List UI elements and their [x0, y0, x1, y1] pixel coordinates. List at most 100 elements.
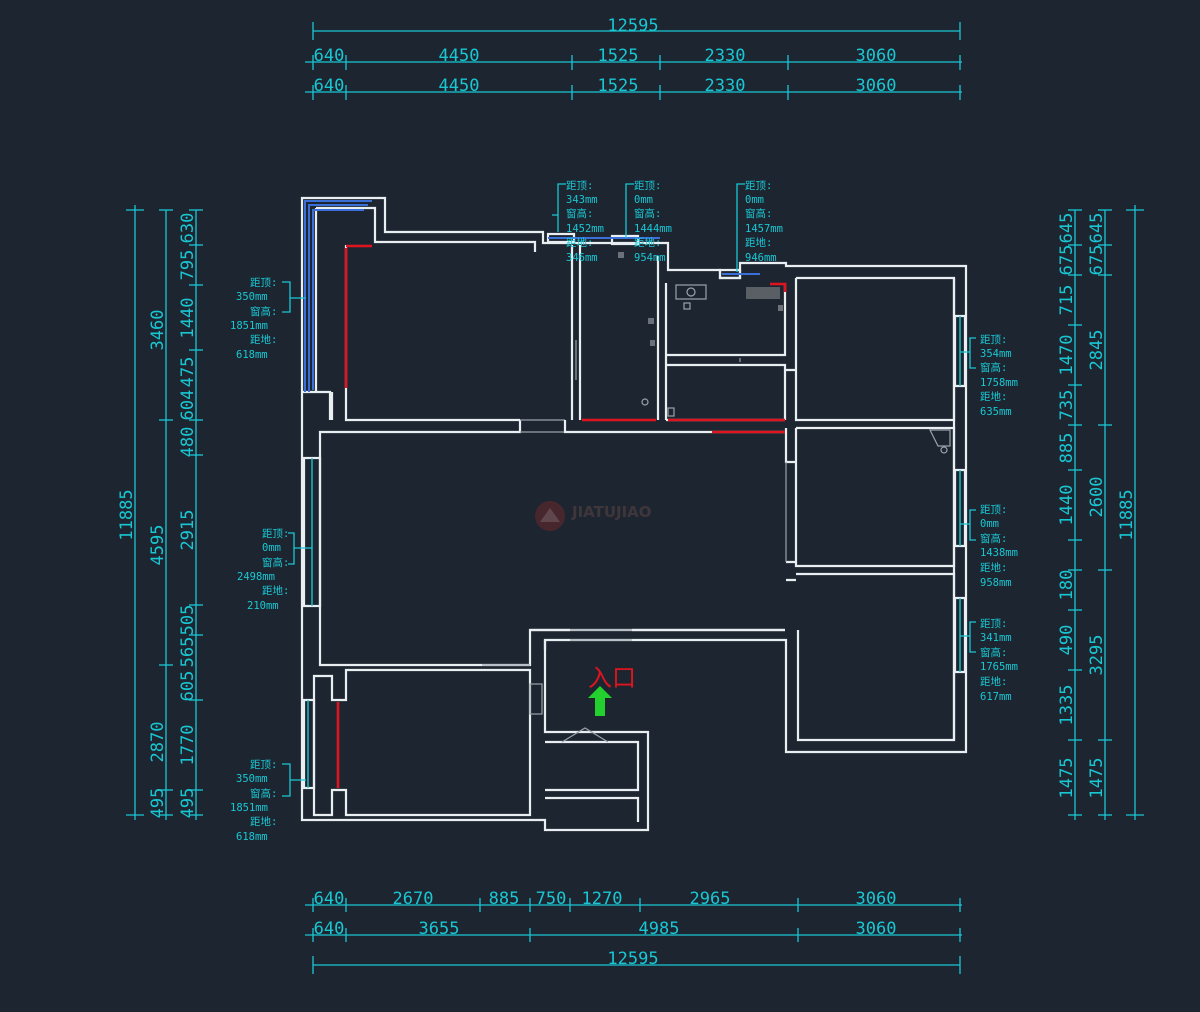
- bottom-row2-dim: 4985: [639, 919, 680, 939]
- right-inner-dim: 735: [1057, 390, 1077, 421]
- annotation-value: 0mm: [634, 194, 653, 206]
- annotation-label: 距顶:: [980, 504, 1007, 516]
- left-inner-dim: 1440: [178, 298, 198, 339]
- left-mid-dim: 495: [148, 788, 168, 819]
- annotation-label: 窗高:: [745, 207, 772, 220]
- annotation-label: 距顶:: [980, 618, 1007, 630]
- floor-plan-walls: [300, 196, 968, 832]
- left-inner-dim: 505: [178, 605, 198, 636]
- annotation-value: 0mm: [980, 518, 999, 530]
- right-inner-dim: 490: [1057, 625, 1077, 656]
- entry-marker: 入口: [588, 664, 636, 716]
- annotation-value: 618mm: [236, 349, 268, 361]
- top-row2-dim: 640: [314, 76, 345, 96]
- left-inner-dim: 475: [178, 357, 198, 388]
- annotation-value: 0mm: [262, 542, 281, 554]
- annotation-value: 343mm: [566, 194, 598, 206]
- top-row1-dim: 640: [314, 46, 345, 66]
- left-mid-dim: 4595: [148, 525, 168, 566]
- annotation-label: 距地:: [745, 236, 772, 249]
- right-inner-dim: 180: [1057, 570, 1077, 601]
- annotation-label: 窗高:: [250, 305, 277, 318]
- bottom-total-dim: 12595: [607, 949, 658, 969]
- top-row1-dim: 2330: [705, 46, 746, 66]
- top-row1-dim: 4450: [439, 46, 480, 66]
- window-annotation-right-1: 距顶: 354mm 窗高: 1758mm 距地: 635mm: [960, 334, 1018, 418]
- top-row2-dim: 3060: [856, 76, 897, 96]
- left-inner-dim: 604: [178, 390, 198, 421]
- right-inner-dim: 1475: [1057, 758, 1077, 799]
- bottom-row1-dim: 2965: [690, 889, 731, 909]
- annotation-label: 距顶:: [262, 528, 289, 540]
- left-mid-dim: 2870: [148, 722, 168, 763]
- annotation-value: 1457mm: [745, 223, 783, 235]
- annotation-value: 617mm: [980, 691, 1012, 703]
- right-mid-dim: 2845: [1087, 330, 1107, 371]
- window-annotation-top-2: 距顶: 0mm 窗高: 1444mm 距地: 954mm: [625, 180, 672, 264]
- top-dimension-chain: 12595 640 4450 1525 2330 3060 640 4450 1…: [305, 16, 962, 100]
- window-annotation-left-top: 距顶: 350mm 窗高: 1851mm 距地: 618mm: [230, 277, 306, 361]
- toilet-icon: [929, 429, 951, 447]
- annotation-label: 距顶:: [566, 180, 593, 192]
- bottom-row2-dim: 640: [314, 919, 345, 939]
- annotation-label: 窗高:: [980, 361, 1007, 374]
- right-outer-dim: 11885: [1117, 489, 1137, 540]
- annotation-label: 窗高:: [980, 646, 1007, 659]
- counter-block: [746, 287, 780, 299]
- annotation-value: 1851mm: [230, 802, 268, 814]
- annotation-label: 窗高:: [262, 556, 289, 569]
- bottom-row1-dim: 3060: [856, 889, 897, 909]
- left-inner-dim: 1770: [178, 725, 198, 766]
- annotation-value: 1851mm: [230, 320, 268, 332]
- annotation-label: 距地:: [980, 561, 1007, 574]
- bottom-row1-dim: 750: [536, 889, 567, 909]
- top-row2-dim: 2330: [705, 76, 746, 96]
- annotation-value: 1444mm: [634, 223, 672, 235]
- left-inner-dim: 630: [178, 213, 198, 244]
- left-mid-dim: 3460: [148, 310, 168, 351]
- right-inner-dim: 885: [1057, 433, 1077, 464]
- annotation-value: 1758mm: [980, 377, 1018, 389]
- window-annotation-top-1: 距顶: 343mm 窗高: 1452mm 距地: 346mm: [552, 180, 604, 264]
- top-row1-dim: 3060: [856, 46, 897, 66]
- annotation-value: 350mm: [236, 773, 268, 785]
- annotation-label: 距顶:: [745, 180, 772, 192]
- annotation-label: 距顶:: [250, 277, 277, 289]
- annotation-label: 窗高:: [566, 207, 593, 220]
- watermark: JIATUJIAO: [535, 501, 652, 531]
- sink-icon: [675, 284, 707, 300]
- annotation-label: 距地:: [250, 333, 277, 346]
- bottom-row1-dim: 2670: [393, 889, 434, 909]
- right-mid-dim: 1475: [1087, 758, 1107, 799]
- annotation-value: 618mm: [236, 831, 268, 843]
- annotation-value: 1438mm: [980, 547, 1018, 559]
- bottom-dimension-chain: 640 2670 885 750 1270 2965 3060 640 3655…: [305, 889, 962, 974]
- annotation-label: 距顶:: [980, 334, 1007, 346]
- bottom-row2-dim: 3655: [419, 919, 460, 939]
- annotation-value: 946mm: [745, 252, 777, 264]
- annotation-label: 距顶:: [250, 759, 277, 771]
- annotation-value: 341mm: [980, 632, 1012, 644]
- annotation-value: 346mm: [566, 252, 598, 264]
- annotation-label: 距地:: [980, 675, 1007, 688]
- annotation-value: 2498mm: [237, 571, 275, 583]
- window-annotation-left-mid: 距顶: 0mm 窗高: 2498mm 距地: 210mm: [237, 528, 312, 612]
- top-row1-dim: 1525: [598, 46, 639, 66]
- top-total-dim: 12595: [607, 16, 658, 36]
- room-wall: [344, 245, 520, 422]
- annotation-label: 距地:: [262, 584, 289, 597]
- left-inner-dim: 495: [178, 788, 198, 819]
- right-inner-dim: 645: [1057, 213, 1077, 244]
- right-inner-dim: 1335: [1057, 685, 1077, 726]
- left-inner-dim: 565: [178, 637, 198, 668]
- annotation-label: 距地:: [980, 390, 1007, 403]
- bottom-row1-dim: 1270: [582, 889, 623, 909]
- annotation-label: 距地:: [250, 815, 277, 828]
- annotation-value: 1452mm: [566, 223, 604, 235]
- red-highlight-walls: [336, 244, 787, 788]
- annotation-label: 距地:: [634, 236, 661, 249]
- watermark-text: JIATUJIAO: [571, 503, 652, 521]
- right-inner-dim: 675: [1057, 245, 1077, 276]
- right-mid-dim: 675: [1087, 245, 1107, 276]
